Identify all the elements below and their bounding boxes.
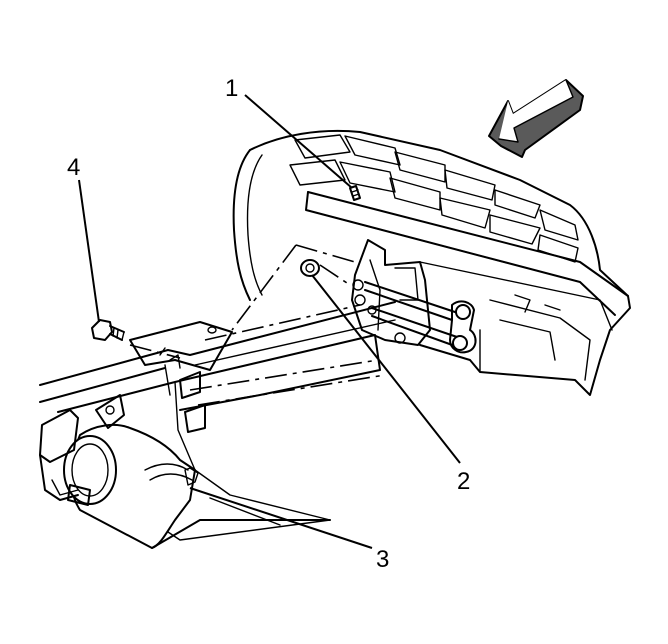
leader-lines — [78, 94, 461, 549]
bolt-part-4 — [91, 319, 125, 341]
callout-3: 3 — [376, 546, 389, 573]
bumper-fascia — [232, 129, 631, 396]
assembly-lines — [129, 244, 386, 406]
frame-plate — [129, 321, 233, 371]
leader-line-3 — [189, 487, 373, 549]
callout-2: 2 — [457, 468, 470, 495]
callout-1: 1 — [225, 75, 238, 102]
tube-assembly — [39, 394, 331, 549]
leader-line-2 — [311, 274, 461, 464]
leader-line-1 — [244, 94, 353, 189]
mounting-bracket — [349, 185, 477, 354]
nut-part-2 — [300, 259, 320, 277]
leader-line-4 — [78, 179, 100, 323]
callout-4: 4 — [67, 154, 80, 181]
direction-arrow — [488, 79, 584, 158]
